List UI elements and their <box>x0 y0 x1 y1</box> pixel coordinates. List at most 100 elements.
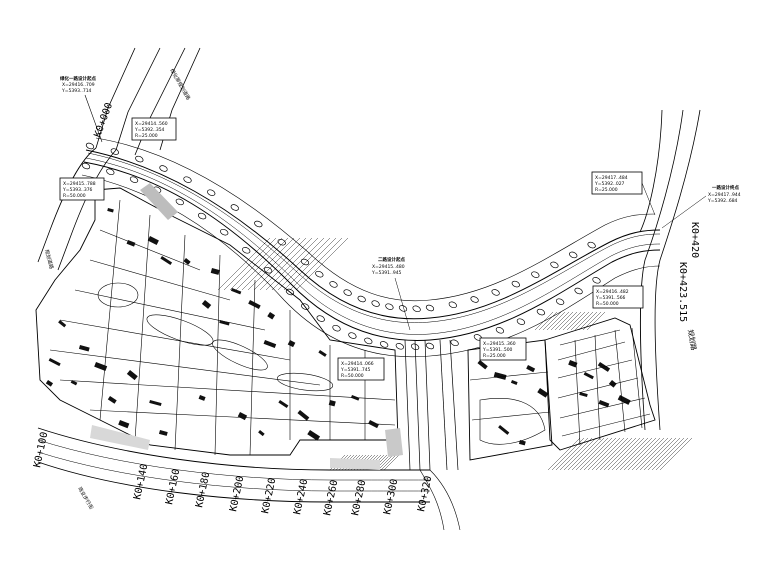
detail-block <box>149 400 162 407</box>
lower-chain-label: K0+200 <box>228 475 246 513</box>
detail-block <box>287 340 296 348</box>
label-right-road: 规划路 <box>686 329 699 351</box>
start-point-title: 绿化一路设计起点 <box>60 75 96 82</box>
detail-block <box>183 258 191 265</box>
shaded-patches <box>90 183 403 470</box>
svg-text:X=29415..480: X=29415..480 <box>372 264 405 270</box>
detail-block <box>248 300 261 310</box>
tree-icon <box>550 261 559 269</box>
svg-text:X=29415..788: X=29415..788 <box>63 181 96 187</box>
detail-block <box>45 379 54 387</box>
chain-start: K0+000 <box>92 101 115 139</box>
svg-text:X=29417..944: X=29417..944 <box>708 192 741 198</box>
tree-icon <box>385 303 394 310</box>
detail-block <box>58 320 67 328</box>
detail-block <box>598 400 610 408</box>
main-road-sidewalk-north <box>95 137 656 302</box>
detail-block <box>350 395 360 401</box>
detail-block <box>307 430 321 441</box>
tree-icon <box>106 168 115 176</box>
tree-icon <box>129 176 139 183</box>
tree-icon <box>85 142 95 150</box>
detail-block <box>70 379 78 386</box>
tree-icon <box>300 258 310 266</box>
detail-block <box>94 361 108 371</box>
detail-block <box>219 319 230 326</box>
detail-block <box>297 409 310 421</box>
svg-text:X=29415..360: X=29415..360 <box>483 341 516 347</box>
tree-icon <box>516 318 526 325</box>
tree-icon <box>555 298 565 305</box>
svg-text:Y=5392..027: Y=5392..027 <box>594 181 625 187</box>
main-road <box>81 137 661 358</box>
main-road-edge-north <box>85 149 661 320</box>
tree-icon <box>81 162 91 170</box>
tree-icon <box>159 165 168 172</box>
svg-text:Y=5391..500: Y=5391..500 <box>482 347 513 353</box>
tree-icon <box>587 241 596 249</box>
tree-icon <box>569 251 578 259</box>
tree-icon <box>207 189 216 196</box>
svg-text:X=29414..066: X=29414..066 <box>341 361 374 367</box>
tree-icon <box>332 324 341 332</box>
detail-block <box>48 358 61 367</box>
detail-block <box>237 411 248 421</box>
annotation-start-point: 绿化一路设计起点 X=29416..709 Y=5393..714 <box>60 75 103 143</box>
tree-icon <box>315 270 324 278</box>
detail-block <box>126 240 136 247</box>
svg-text:R=25.000: R=25.000 <box>135 133 158 139</box>
lower-chain-label: K0+280 <box>350 479 368 517</box>
start-point-line-1: X=29416..709 <box>62 82 95 88</box>
tree-icon <box>364 337 373 345</box>
svg-text:Y=5391..566: Y=5391..566 <box>595 295 626 301</box>
detail-block <box>263 340 277 349</box>
tree-icon <box>470 296 479 303</box>
svg-text:R=25.000: R=25.000 <box>595 187 618 193</box>
lower-chain-label: K0+160 <box>164 468 182 506</box>
hatched-areas <box>217 237 693 471</box>
tree-icon <box>592 277 601 284</box>
annotation-callout-left: X=29415..788 Y=5393..376 R=50.000 <box>59 177 105 201</box>
right-road <box>639 109 701 431</box>
svg-text:R=50.000: R=50.000 <box>63 193 86 199</box>
street-trees <box>81 142 601 351</box>
tree-icon <box>301 303 310 310</box>
svg-text:Y=5392..354: Y=5392..354 <box>134 127 165 133</box>
connector-roads <box>404 339 459 471</box>
detail-block <box>126 370 138 381</box>
tree-icon <box>511 280 520 288</box>
annotation-end-point: 一路设计终点 X=29417..944 Y=5392..684 <box>661 184 741 229</box>
detail-block <box>258 430 265 437</box>
label-upper-left-road: 绿化带规划道路 <box>168 68 192 102</box>
annotation-callout-center: X=29415..360 Y=5391..500 R=25.000 <box>479 337 527 361</box>
chain-end: K0+420 <box>689 222 700 258</box>
detail-block <box>230 288 242 295</box>
tree-icon <box>425 304 435 312</box>
svg-text:Y=5393..376: Y=5393..376 <box>62 187 93 193</box>
lower-chain-label: K0+100 <box>32 431 50 469</box>
svg-text:Y=5392..684: Y=5392..684 <box>707 198 738 204</box>
tree-icon <box>230 204 239 211</box>
detail-block <box>579 391 588 397</box>
lower-chain-label: K0+140 <box>132 463 150 501</box>
detail-block <box>318 350 327 357</box>
detail-block <box>107 208 114 213</box>
svg-text:X=29416..482: X=29416..482 <box>596 289 629 295</box>
tree-icon <box>175 198 184 206</box>
lower-chain-label: K0+240 <box>292 478 310 516</box>
tree-icon <box>395 343 404 350</box>
tree-icon <box>316 315 325 322</box>
svg-text:R=25.000: R=25.000 <box>483 353 506 359</box>
detail-block <box>107 396 117 404</box>
detail-block <box>477 360 488 370</box>
detail-block <box>201 300 212 309</box>
detail-block <box>118 420 130 429</box>
detail-block <box>493 372 507 380</box>
detail-block <box>518 440 526 446</box>
main-road-lane-1 <box>87 152 661 323</box>
annotation-callout-center-left: X=29414..066 Y=5391..745 R=50.000 <box>337 357 385 381</box>
detail-block <box>328 399 336 407</box>
detail-block <box>267 312 276 320</box>
svg-text:Y=5391..745: Y=5391..745 <box>340 367 371 373</box>
